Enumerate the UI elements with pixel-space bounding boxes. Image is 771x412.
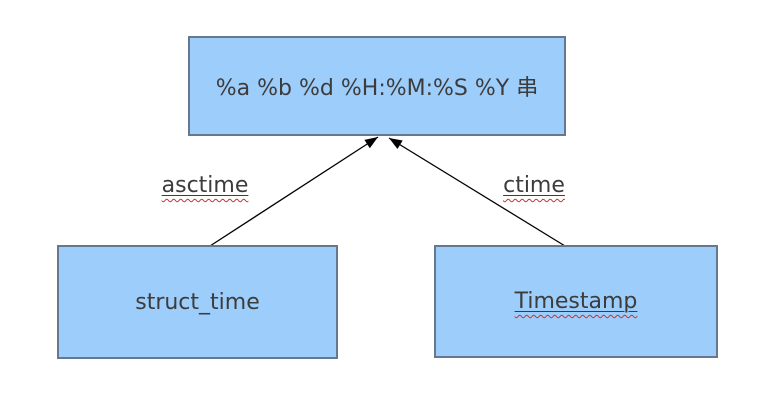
node-timestamp: Timestamp xyxy=(434,245,718,358)
node-struct-time: struct_time xyxy=(57,245,338,359)
edge-asctime-arrow xyxy=(209,136,379,247)
node-format-string: %a %b %d %H:%M:%S %Y 串 xyxy=(188,36,566,136)
edge-label-asctime-text: asctime xyxy=(161,173,249,198)
edge-label-ctime: ctime xyxy=(474,173,594,198)
edge-label-ctime-text: ctime xyxy=(503,173,565,198)
edge-label-asctime: asctime xyxy=(145,173,265,198)
node-struct-time-label: struct_time xyxy=(135,289,260,315)
node-timestamp-label: Timestamp xyxy=(514,289,638,314)
edge-ctime-arrow xyxy=(388,137,566,247)
node-format-string-label: %a %b %d %H:%M:%S %Y 串 xyxy=(215,76,539,101)
